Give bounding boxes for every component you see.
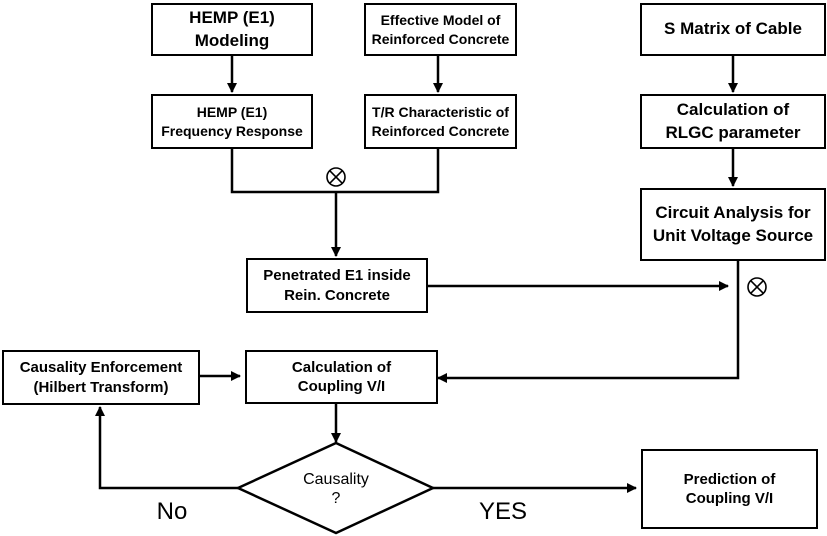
node-causality-enforcement: Causality Enforcement (Hilbert Transform…	[2, 350, 200, 405]
node-prediction-label: Prediction of Coupling V/I	[683, 470, 776, 508]
node-circuit-analysis: Circuit Analysis for Unit Voltage Source	[640, 188, 826, 261]
node-s-matrix-label: S Matrix of Cable	[664, 19, 802, 39]
node-rlgc: Calculation of RLGC parameter	[640, 94, 826, 149]
multiply-operator-left	[326, 167, 346, 187]
node-circuit-analysis-label: Circuit Analysis for Unit Voltage Source	[652, 203, 814, 245]
node-hemp-modeling-label: HEMP (E1) Modeling	[189, 8, 275, 50]
decision-label-line2: ?	[332, 490, 341, 507]
node-tr-characteristic-label: T/R Characteristic of Reinforced Concret…	[371, 104, 510, 139]
node-coupling-calc: Calculation of Coupling V/I	[245, 350, 438, 404]
node-rlgc-label: Calculation of RLGC parameter	[665, 100, 801, 142]
node-causality-enforcement-label: Causality Enforcement (Hilbert Transform…	[19, 359, 183, 396]
node-hemp-freq-response-label: HEMP (E1) Frequency Response	[161, 104, 303, 139]
node-tr-characteristic: T/R Characteristic of Reinforced Concret…	[364, 94, 517, 149]
node-s-matrix: S Matrix of Cable	[640, 3, 826, 56]
decision-diamond	[235, 441, 436, 535]
edge-label-yes: YES	[479, 498, 527, 525]
node-penetrated-e1-label: Penetrated E1 inside Rein. Concrete	[263, 267, 411, 304]
decision-label-line1: Causality	[303, 471, 369, 488]
node-hemp-freq-response: HEMP (E1) Frequency Response	[151, 94, 313, 149]
node-effective-model: Effective Model of Reinforced Concrete	[364, 3, 517, 56]
node-penetrated-e1: Penetrated E1 inside Rein. Concrete	[246, 258, 428, 313]
arrow-decision-no	[95, 406, 238, 490]
node-prediction: Prediction of Coupling V/I	[641, 449, 818, 529]
multiply-operator-right	[747, 277, 767, 297]
node-effective-model-label: Effective Model of Reinforced Concrete	[371, 12, 510, 47]
node-coupling-calc-label: Calculation of Coupling V/I	[291, 358, 392, 396]
arrow-right-to-coupling	[437, 261, 740, 383]
node-hemp-modeling: HEMP (E1) Modeling	[151, 3, 313, 56]
edge-label-no: No	[157, 498, 188, 525]
